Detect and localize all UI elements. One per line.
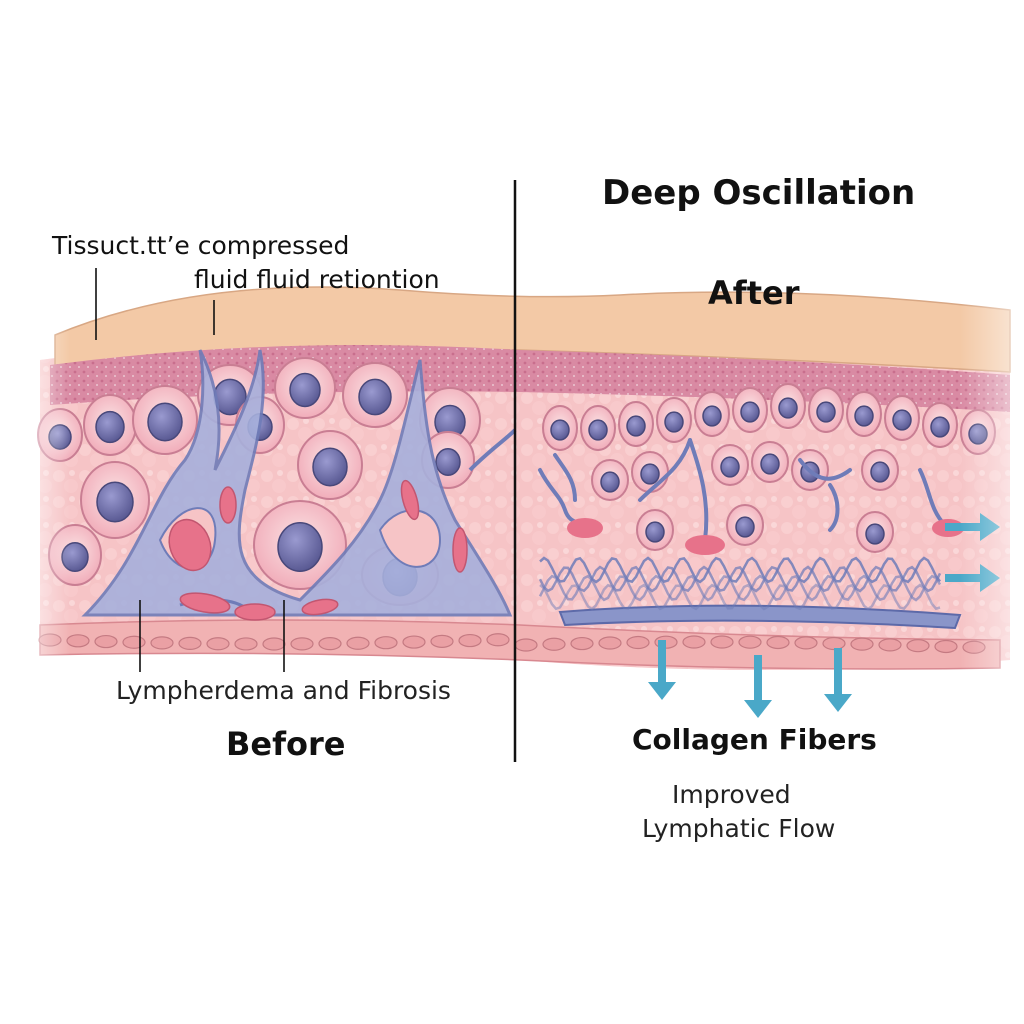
red-blood-cell bbox=[179, 592, 231, 614]
tissue-cell bbox=[711, 444, 749, 486]
collagen-fiber bbox=[539, 583, 941, 611]
tissue-cell bbox=[726, 504, 764, 546]
tissue-cell bbox=[591, 459, 629, 501]
tissue-cell bbox=[770, 383, 806, 429]
after-branching-vessels bbox=[538, 438, 947, 542]
capillary-cell bbox=[122, 635, 146, 649]
capillary-cell bbox=[290, 637, 314, 651]
red-blood-cell bbox=[168, 518, 212, 572]
after-ordered-cells bbox=[542, 383, 996, 553]
capillary-cell bbox=[626, 635, 650, 650]
red-blood-cell bbox=[452, 527, 468, 573]
tissue-cell bbox=[732, 387, 768, 433]
capillary-cell bbox=[710, 635, 734, 649]
tissue-cell bbox=[694, 391, 730, 437]
tissue-cell bbox=[83, 394, 137, 456]
capillary-cell bbox=[318, 637, 342, 651]
flow-arrow-down bbox=[648, 640, 676, 700]
improved-flow-label-line1: Improved bbox=[672, 780, 791, 809]
tissue-cell bbox=[884, 395, 920, 441]
tissue-cell bbox=[618, 401, 654, 447]
tissue-cell bbox=[342, 362, 408, 428]
bottom-band-cells bbox=[38, 633, 986, 654]
collagen-fiber bbox=[539, 556, 941, 584]
tissue-cell bbox=[132, 385, 198, 455]
collagen-fibers-label: Collagen Fibers bbox=[632, 723, 877, 756]
capillary-cell bbox=[738, 635, 762, 649]
capillary-cell bbox=[766, 635, 790, 650]
tissue-cell bbox=[656, 397, 692, 443]
capillary-cell bbox=[234, 637, 258, 651]
capillary-cell bbox=[934, 639, 958, 654]
before-red-cells bbox=[168, 479, 468, 621]
capillary-cell bbox=[486, 633, 510, 647]
collagen-fiber bbox=[538, 565, 942, 593]
capillary-cell bbox=[514, 638, 538, 652]
capillary-cell bbox=[206, 637, 230, 651]
capillary-cell bbox=[178, 636, 202, 650]
tissue-cell bbox=[274, 357, 336, 419]
capillary-cell bbox=[794, 636, 818, 650]
tissue-cell bbox=[922, 402, 958, 448]
capillary-cell bbox=[430, 634, 454, 648]
after-label: After bbox=[708, 274, 800, 312]
tissue-cell bbox=[808, 387, 844, 433]
tissue-cell bbox=[80, 461, 150, 539]
flow-arrow-down bbox=[824, 648, 852, 712]
red-blood-cell bbox=[219, 486, 237, 524]
tissue-cell bbox=[751, 441, 789, 483]
fluid-retention-label: fluid fluid retiontion bbox=[194, 265, 440, 294]
red-blood-cell bbox=[400, 479, 420, 521]
before-label: Before bbox=[226, 725, 346, 763]
tissue-cell bbox=[297, 430, 363, 500]
capillary-cell bbox=[150, 636, 174, 650]
capillary-cell bbox=[878, 638, 902, 652]
capillary-cell bbox=[906, 639, 930, 653]
tissue-cell bbox=[846, 391, 882, 437]
capillary-cell bbox=[458, 633, 482, 648]
capillary-cell bbox=[262, 637, 286, 651]
improved-flow-label-line2: Lymphatic Flow bbox=[642, 814, 836, 843]
capillary-cell bbox=[850, 637, 874, 651]
tissue-cell bbox=[856, 511, 894, 553]
title-label: Deep Oscillation bbox=[602, 173, 916, 213]
collagen-fiber bbox=[538, 574, 942, 602]
tissue-cell bbox=[636, 509, 674, 551]
label-pointer-lines bbox=[95, 268, 285, 672]
capillary-cell bbox=[374, 636, 398, 650]
capillary-cell bbox=[402, 635, 426, 649]
capillary-cell bbox=[822, 636, 846, 651]
capillary-cell bbox=[598, 636, 622, 650]
tissue-compressed-label: Tissuct.tt’e compressed bbox=[52, 231, 350, 260]
capillary-cell bbox=[94, 634, 118, 649]
tissue-cell bbox=[580, 405, 616, 451]
capillary-cell bbox=[570, 636, 594, 651]
tissue-cell bbox=[253, 500, 347, 590]
collagen-fiber-band bbox=[538, 556, 962, 630]
capillary-cell bbox=[542, 637, 566, 651]
red-blood-cell bbox=[234, 603, 276, 621]
tissue-cell bbox=[542, 405, 578, 451]
capillary-cell bbox=[66, 634, 90, 648]
red-blood-cell bbox=[301, 598, 339, 616]
capillary-cell bbox=[346, 636, 370, 650]
tissue-cell bbox=[631, 451, 669, 493]
tissue-cell bbox=[861, 449, 899, 491]
lymphedema-fibrosis-label: Lympherdema and Fibrosis bbox=[116, 676, 451, 705]
flow-arrow-down bbox=[744, 655, 772, 718]
capillary-cell bbox=[682, 635, 706, 649]
